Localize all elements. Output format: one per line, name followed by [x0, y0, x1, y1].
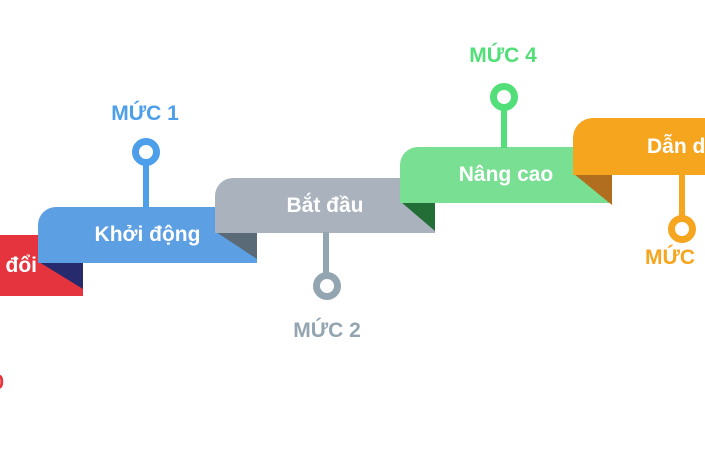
level-label-1: MỨC 1 — [111, 102, 179, 125]
level-label-4: MỨC 4 — [469, 44, 537, 67]
marker-stem-level-5 — [679, 175, 685, 219]
marker-stem-level-4 — [501, 105, 507, 148]
level-label-5: MỨC — [645, 246, 696, 269]
ribbon-level-5 — [573, 118, 705, 175]
ribbon-title-level-0: n đổi — [0, 253, 37, 277]
marker-stem-level-2 — [323, 232, 329, 276]
ribbon-level-2 — [215, 178, 435, 233]
marker-circle-icon-level-4 — [490, 83, 518, 111]
marker-stem-level-1 — [143, 160, 149, 208]
marker-circle-icon-level-5 — [668, 215, 696, 243]
level-label-2: MỨC 2 — [293, 319, 361, 342]
ribbon-title-level-4: Nâng cao — [458, 163, 554, 186]
ribbon-title-level-1: Khởi động — [94, 223, 201, 246]
level-label-0: MỨC 0 — [0, 370, 4, 396]
ribbon-title-level-5: Dẫn dắt — [646, 134, 705, 158]
marker-circle-icon-level-2 — [313, 272, 341, 300]
marker-circle-icon-level-1 — [132, 138, 160, 166]
ribbon-title-level-2: Bắt đầu — [286, 193, 364, 217]
